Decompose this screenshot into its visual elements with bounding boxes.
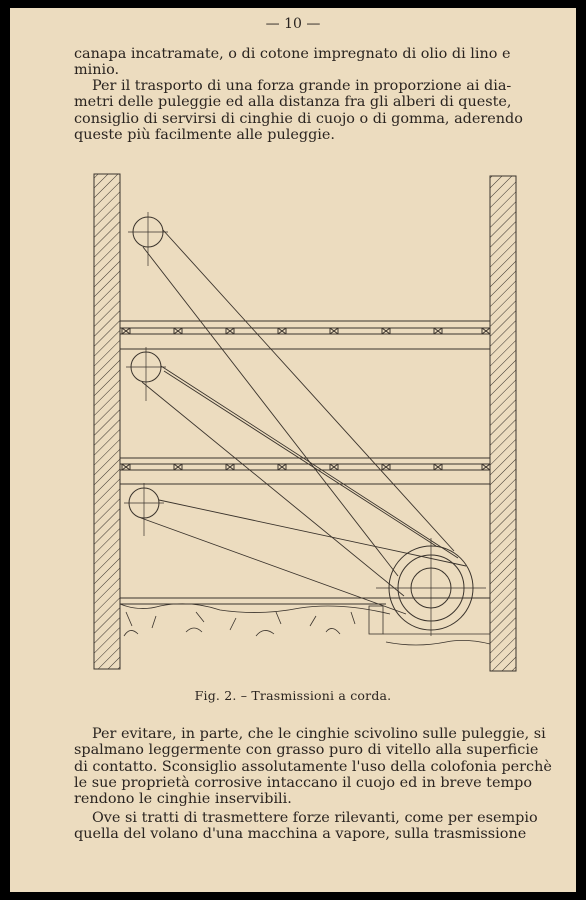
driving-wheel (376, 538, 486, 636)
pulley-middle (126, 347, 166, 401)
text-line: Ove si tratti di trasmettere forze rilev… (92, 810, 538, 826)
page-number: — 10 — (265, 16, 321, 32)
figure-caption: Fig. 2. – Trasmissioni a corda. (194, 688, 392, 703)
transmission-ropes (140, 229, 467, 615)
pulley-top (128, 212, 168, 266)
text-line: canapa incatramate, o di cotone impregna… (74, 46, 511, 62)
upper-floor-beam (120, 320, 491, 350)
text-line: rendono le cinghie inservibili. (74, 791, 292, 808)
text-line: queste più facilmente alle puleggie. (74, 126, 335, 143)
paragraph-2: Per il trasporto di una forza grande in … (74, 78, 552, 143)
text-line: spalmano leggermente con grasso puro di … (74, 742, 539, 759)
paragraph-1: canapa incatramate, o di cotone impregna… (74, 46, 552, 79)
pulley-bottom (124, 483, 164, 536)
middle-floor-beam (120, 457, 491, 485)
ground-foundation (119, 603, 491, 646)
paragraph-3: Per evitare, in parte, che le cinghie sc… (74, 726, 552, 807)
left-wall (93, 173, 121, 670)
figure-rope-transmission (93, 173, 517, 672)
book-page: — 10 — canapa incatramate, o di cotone i… (10, 8, 576, 892)
text-line: consiglio di servirsi di cinghie di cuoj… (74, 110, 523, 127)
text-line: Per evitare, in parte, che le cinghie sc… (92, 726, 546, 742)
text-line: di contatto. Sconsiglio assolutamente l'… (74, 758, 552, 775)
paragraph-4: Ove si tratti di trasmettere forze rilev… (74, 810, 552, 843)
text-line: metri delle puleggie ed alla distanza fr… (74, 94, 512, 111)
text-line: quella del volano d'una macchina a vapor… (74, 826, 527, 843)
text-line: le sue proprietà corrosive intaccano il … (74, 774, 532, 791)
right-wall (489, 175, 517, 672)
text-line: Per il trasporto di una forza grande in … (92, 78, 512, 94)
text-line: minio. (74, 62, 120, 79)
